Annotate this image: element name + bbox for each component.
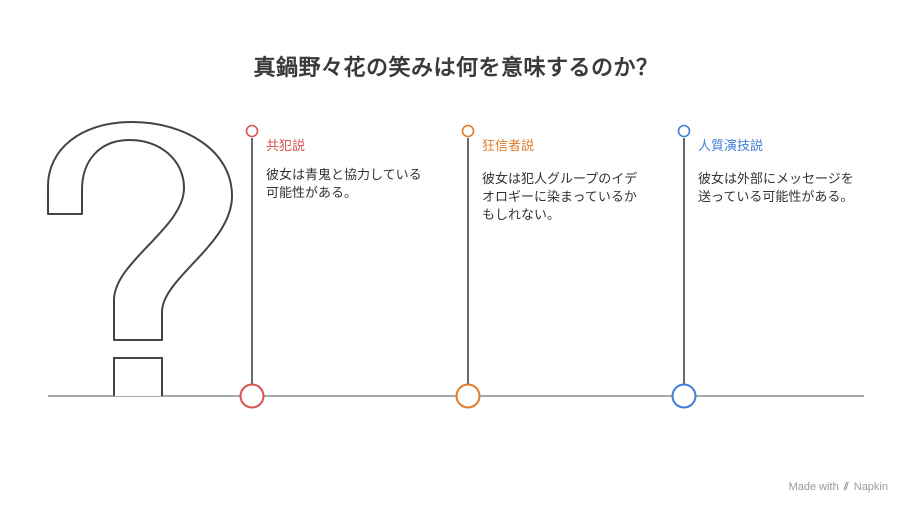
question-mark-icon bbox=[47, 121, 233, 396]
theory-description-2: 彼女は犯人グループのイデオロギーに染まっているかもしれない。 bbox=[482, 172, 638, 223]
page-title: 真鍋野々花の笑みは何を意味するのか？ bbox=[253, 56, 659, 81]
theory-label-2: 狂信者説 bbox=[482, 139, 535, 154]
theory-marker-2 bbox=[455, 124, 481, 409]
theory-marker-3 bbox=[671, 124, 697, 409]
napkin-brand-text: Napkin bbox=[853, 481, 888, 493]
theory-marker-1 bbox=[239, 124, 265, 409]
theory-label-1: 共犯説 bbox=[266, 139, 306, 154]
theory-description-3: 彼女は外部にメッセージを送っている可能性がある。 bbox=[698, 172, 854, 205]
theory-description-1: 彼女は青鬼と協力している可能性がある。 bbox=[266, 168, 422, 201]
theory-label-3: 人質演技説 bbox=[698, 139, 764, 154]
made-with-napkin-badge[interactable]: Made with ⫽ Napkin bbox=[789, 481, 888, 494]
made-with-text: Made with bbox=[788, 481, 839, 493]
napkin-logo-icon: ⫽ bbox=[843, 481, 849, 493]
